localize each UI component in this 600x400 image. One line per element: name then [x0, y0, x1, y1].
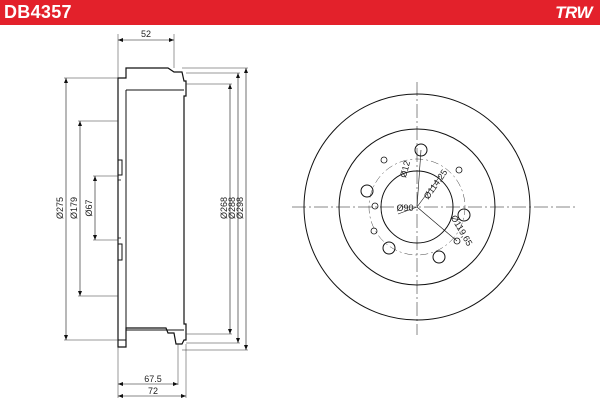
dim-width-72: 72: [148, 386, 158, 396]
dim-dia-298: Ø298: [235, 197, 245, 219]
drum-outer-circle: [303, 93, 531, 321]
bolt-hole: [414, 143, 428, 157]
bolt-hole: [432, 250, 446, 264]
bolt-hole: [457, 208, 471, 222]
technical-drawing: 52 Ø275 Ø179 Ø67 Ø268 Ø288 Ø298 67.5 72: [55, 29, 578, 398]
brand-logo: TRW: [555, 3, 592, 22]
dim-dia-119-65: Ø119,65: [449, 213, 475, 247]
dim-dia-90: Ø90: [396, 203, 413, 213]
dim-dia-12: Ø12: [398, 160, 412, 179]
dim-dia-179: Ø179: [69, 197, 79, 219]
bolt-hole: [360, 184, 374, 198]
bolt-hole: [382, 241, 396, 255]
dim-width-67-5: 67.5: [144, 374, 162, 384]
part-number: DB4357: [4, 2, 72, 22]
dim-dia-275: Ø275: [55, 197, 65, 219]
dim-dia-67: Ø67: [84, 199, 94, 216]
side-view: 52 Ø275 Ø179 Ø67 Ø268 Ø288 Ø298 67.5 72: [55, 29, 248, 398]
header-bar: DB4357 TRW: [0, 0, 600, 25]
front-view: Ø12 Ø114,25 Ø90 Ø119,65: [292, 82, 578, 335]
drum-section-outline: [117, 67, 187, 348]
dim-dia-288: Ø288: [227, 197, 237, 219]
dim-dia-268: Ø268: [219, 197, 229, 219]
dim-width-52: 52: [141, 29, 151, 39]
